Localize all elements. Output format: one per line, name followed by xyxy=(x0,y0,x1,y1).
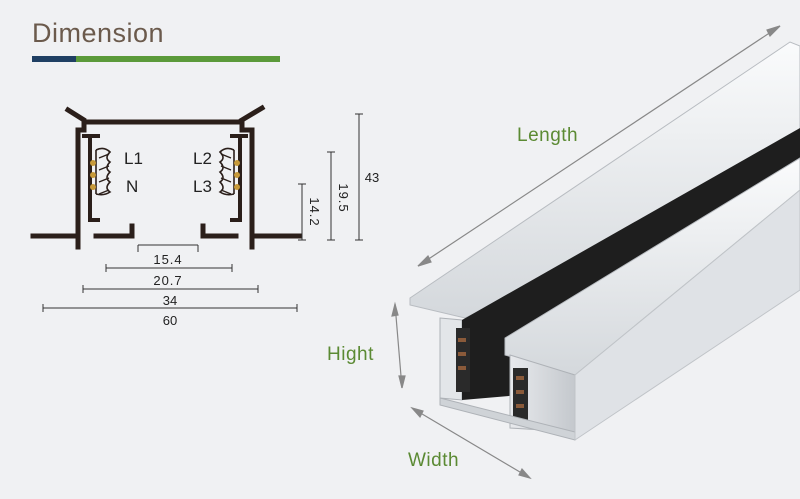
right-contacts xyxy=(234,160,240,190)
dim-label-60: 60 xyxy=(163,313,177,328)
title-underline-navy xyxy=(32,56,76,62)
title-underline-green xyxy=(76,56,280,62)
right-clip-teeth xyxy=(220,153,232,195)
dim-label-20-7: 20.7 xyxy=(153,273,182,288)
contact-n-upper xyxy=(90,172,96,178)
contact-l3-upper xyxy=(234,172,240,178)
profile-left-outline xyxy=(30,106,87,239)
left-conductors xyxy=(95,147,112,196)
phase-label-l3: L3 xyxy=(193,177,212,196)
profile-right-hook xyxy=(238,104,266,124)
phase-label-n: N xyxy=(126,177,138,196)
track-conductor-rails xyxy=(456,328,470,392)
profile-right-housing xyxy=(230,134,242,222)
dim-label-14-2: 14.2 xyxy=(307,197,322,226)
track-label-length: Length xyxy=(517,125,578,146)
vertical-dimensions xyxy=(298,113,363,241)
track-side-face xyxy=(574,189,800,441)
height-arrow xyxy=(394,303,403,389)
profile-right-inner-lip xyxy=(200,223,239,239)
contact-l2 xyxy=(234,160,240,166)
track-label-width: Width xyxy=(408,450,459,471)
length-arrow xyxy=(417,25,781,267)
profile-left-housing xyxy=(88,134,100,222)
width-arrow xyxy=(411,407,531,479)
contact-n-lower xyxy=(90,184,96,190)
phase-label-l1: L1 xyxy=(124,149,143,168)
track-label-height: Hight xyxy=(327,344,374,365)
track-arrows xyxy=(391,25,781,480)
dim-label-15-4: 15.4 xyxy=(153,252,182,267)
phase-label-l2: L2 xyxy=(193,149,212,168)
left-clip-teeth xyxy=(98,153,110,195)
profile-right-outline xyxy=(239,119,303,239)
left-contacts xyxy=(90,160,96,190)
profile-left-inner-lip xyxy=(93,223,135,239)
dim-label-19-5: 19.5 xyxy=(336,183,351,212)
dim-label-34: 34 xyxy=(163,293,177,308)
cross-section-profile xyxy=(30,104,303,250)
track-top-flange xyxy=(409,41,800,319)
contact-l1 xyxy=(90,160,96,166)
dim-label-43: 43 xyxy=(365,170,379,185)
horizontal-dimensions xyxy=(42,244,298,312)
contact-l3-lower xyxy=(234,184,240,190)
page-title: Dimension xyxy=(32,18,165,48)
right-conductors xyxy=(218,147,235,196)
title-underline xyxy=(32,56,280,62)
track-3d xyxy=(409,41,800,441)
track-right-rails xyxy=(513,368,528,420)
